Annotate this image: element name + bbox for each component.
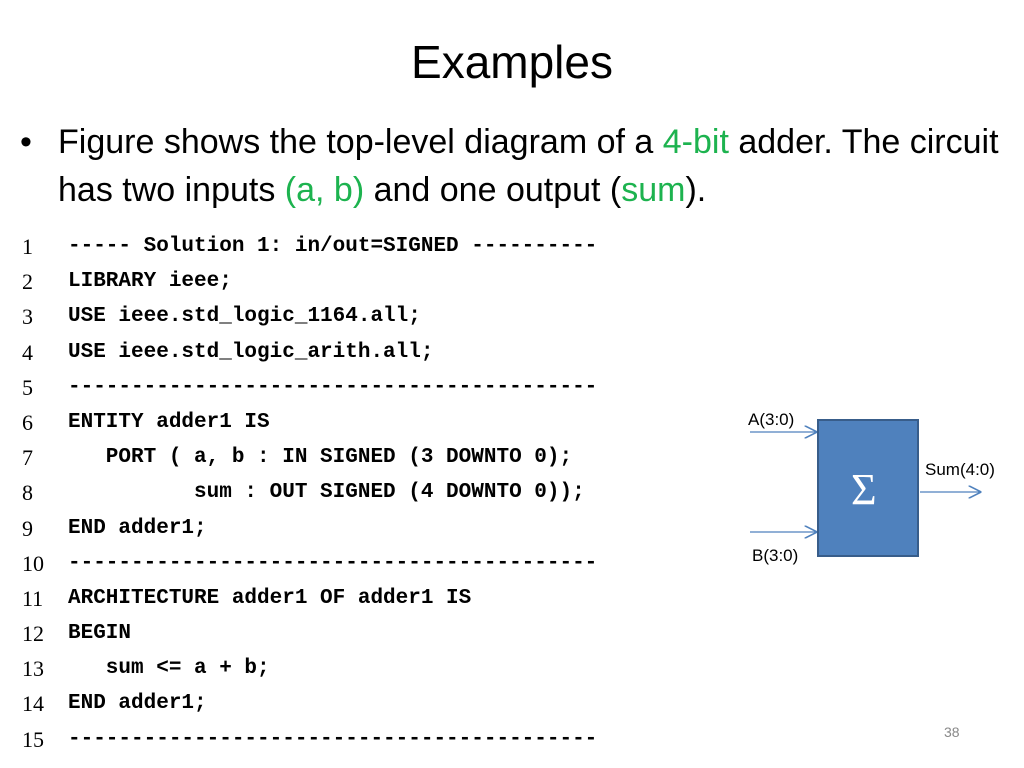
code-text: ----------------------------------------… [68,727,598,751]
input-b-label: B(3:0) [752,546,798,565]
code-text: ENTITY adder1 IS [68,410,270,434]
code-listing: 1 ----- Solution 1: in/out=SIGNED -------… [22,229,742,757]
sigma-icon: Σ [851,465,877,514]
code-text: USE ieee.std_logic_1164.all; [68,305,421,329]
code-line: 1 ----- Solution 1: in/out=SIGNED -------… [22,229,742,264]
line-number: 1 [22,234,33,259]
line-number: 11 [22,585,44,611]
code-text: PORT ( a, b : IN SIGNED (3 DOWNTO 0); [68,446,573,470]
output-sum-label: Sum(4:0) [925,460,995,479]
adder-diagram: A(3:0) B(3:0) Σ Sum(4:0) [740,400,1020,580]
code-line: 15 --------------------------------------… [22,722,742,757]
bullet-paragraph: • Figure shows the top-level diagram of … [20,118,1010,214]
highlight-inputs: (a, b) [284,171,365,209]
page-number: 38 [944,724,960,740]
highlight-sum: sum [621,171,686,209]
slide-title: Examples [411,36,613,88]
line-number: 5 [22,374,33,400]
code-text: END adder1; [68,516,207,540]
line-number: 15 [22,726,44,752]
code-line: 9 END adder1; [22,511,742,546]
bullet-text-part4: ). [685,171,707,209]
bullet-text-part1: Figure shows the top-level diagram of a [58,123,663,161]
line-number: 9 [22,515,33,541]
code-text: BEGIN [68,622,132,646]
code-line: 3 USE ieee.std_logic_1164.all; [22,299,742,334]
code-line: 10 --------------------------------------… [22,546,742,581]
code-line: 5 ---------------------------------------… [22,370,742,405]
code-line: 4 USE ieee.std_logic_arith.all; [22,335,742,370]
highlight-4bit: 4-bit [662,123,729,161]
adder-block [817,419,919,557]
line-number: 13 [22,656,44,682]
code-line: 12 BEGIN [22,616,742,651]
code-line: 14 END adder1; [22,686,742,721]
code-line: 7 PORT ( a, b : IN SIGNED (3 DOWNTO 0); [22,440,742,475]
code-line: 6 ENTITY adder1 IS [22,405,742,440]
bullet-dot-icon: • [20,123,32,161]
code-line: 13 sum <= a + b; [22,651,742,686]
line-number: 8 [22,480,33,506]
code-text: ----- Solution 1: in/out=SIGNED --------… [68,235,598,258]
code-text: ARCHITECTURE adder1 OF adder1 IS [68,586,472,610]
input-a-label: A(3:0) [748,410,794,429]
code-text: END adder1; [68,692,207,716]
code-text: sum <= a + b; [68,657,270,681]
line-number: 3 [22,304,33,330]
line-number: 6 [22,409,33,435]
adder-diagram-svg: A(3:0) B(3:0) Σ Sum(4:0) [748,410,995,565]
line-number: 12 [22,621,44,647]
code-line: 2 LIBRARY ieee; [22,264,742,299]
code-text: USE ieee.std_logic_arith.all; [68,340,434,364]
line-number: 4 [22,339,33,365]
code-text: LIBRARY ieee; [68,270,232,294]
bullet-text: Figure shows the top-level diagram of a … [58,118,1010,214]
code-line: 11 ARCHITECTURE adder1 OF adder1 IS [22,581,742,616]
code-text: sum : OUT SIGNED (4 DOWNTO 0)); [68,481,585,505]
code-text: ----------------------------------------… [68,375,598,399]
line-number: 10 [22,550,44,576]
line-number: 2 [22,269,33,295]
bullet-text-part2: adder. The circuit has two inputs [58,123,999,209]
bullet-text-part3: and one output ( [364,171,622,209]
code-text: ----------------------------------------… [68,551,598,575]
code-line: 8 sum : OUT SIGNED (4 DOWNTO 0)); [22,475,742,510]
line-number: 14 [22,691,44,717]
line-number: 7 [22,445,33,471]
